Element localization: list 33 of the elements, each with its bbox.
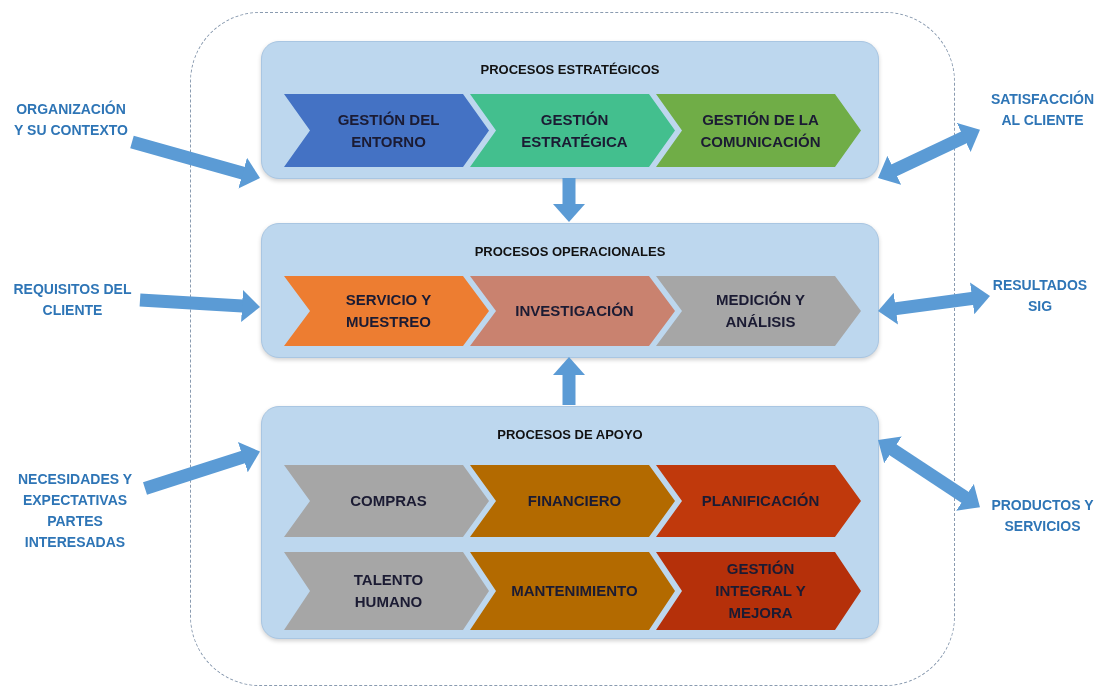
process-label: GESTIÓN ESTRATÉGICA <box>520 109 629 152</box>
block-arrow <box>878 436 980 511</box>
input-output-label: SATISFACCIÓN AL CLIENTE <box>980 88 1105 132</box>
process-label: FINANCIERO <box>527 491 622 512</box>
process-label: COMPRAS <box>350 491 427 512</box>
input-output-label: ORGANIZACIÓN Y SU CONTEXTO <box>10 98 132 142</box>
process-label: MANTENIMIENTO <box>511 581 638 602</box>
process-group-panel <box>261 41 879 179</box>
process-group-panel <box>261 406 879 639</box>
process-group-panel <box>261 223 879 358</box>
dashed-boundary <box>190 12 955 686</box>
block-arrow <box>139 290 260 322</box>
block-arrow <box>878 123 980 185</box>
input-output-label: NECESIDADES Y EXPECTATIVAS PARTES INTERESADAS <box>5 466 145 556</box>
panel-title: PROCESOS OPERACIONALES <box>473 244 667 259</box>
input-output-label: RESULTADOS SIG <box>990 274 1090 318</box>
panel-title: PROCESOS ESTRATÉGICOS <box>479 62 661 77</box>
process-label: GESTIÓN DE LA COMUNICACIÓN <box>699 109 822 152</box>
input-output-label: PRODUCTOS Y SERVICIOS <box>980 494 1105 538</box>
block-arrow <box>553 357 585 405</box>
block-arrow <box>143 441 260 495</box>
block-arrow <box>553 178 585 222</box>
process-label: MEDICIÓN Y ANÁLISIS <box>715 290 806 332</box>
block-arrow <box>878 282 990 325</box>
process-label: SERVICIO Y MUESTREO <box>344 290 433 332</box>
process-label: TALENTO HUMANO <box>352 570 425 612</box>
process-label: GESTIÓN DEL ENTORNO <box>336 109 441 152</box>
process-label: INVESTIGACIÓN <box>515 301 634 322</box>
input-output-label: REQUISITOS DEL CLIENTE <box>5 278 140 322</box>
process-label: PLANIFICACIÓN <box>701 491 820 512</box>
block-arrow <box>130 135 260 189</box>
panel-title: PROCESOS DE APOYO <box>496 427 644 442</box>
process-label: GESTIÓN INTEGRAL Y MEJORA <box>714 559 807 623</box>
